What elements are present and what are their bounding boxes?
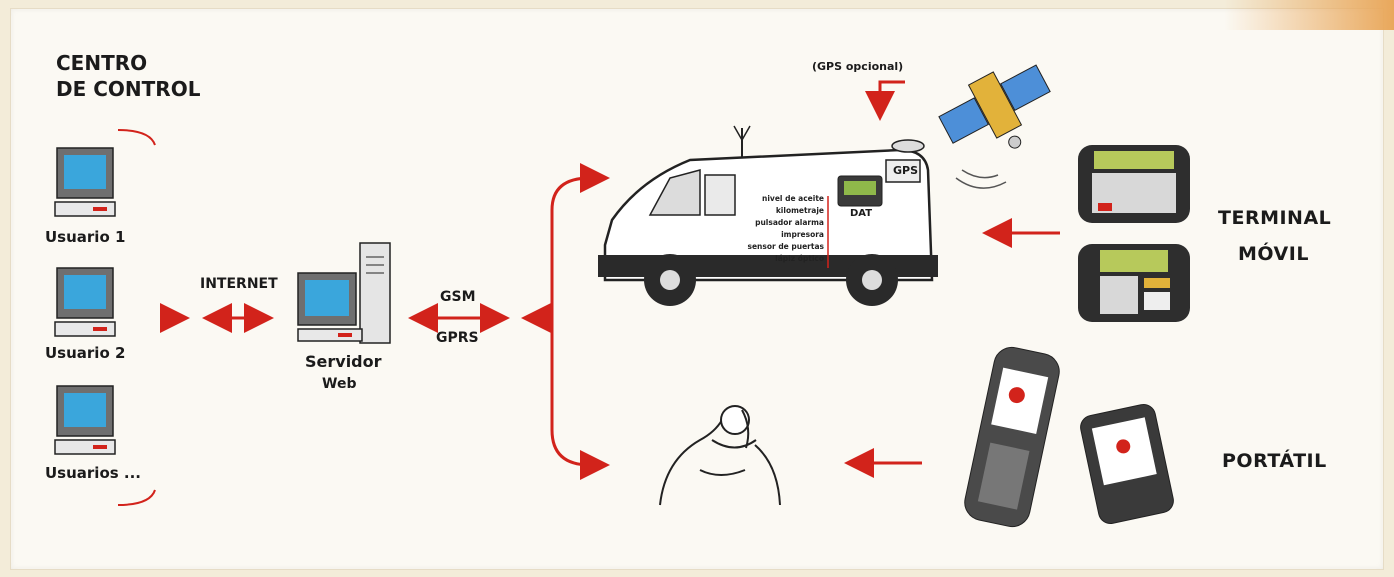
pda-icon <box>1078 402 1175 525</box>
gsm-label: GSM <box>440 289 476 305</box>
user-2-computer-icon <box>55 268 115 336</box>
control-center-bracket <box>118 130 155 505</box>
control-center-title: CENTRO DE CONTROL <box>56 50 200 102</box>
control-center-title-line2: DE CONTROL <box>56 76 200 102</box>
sensor-alarm-button: pulsador alarma <box>728 218 824 227</box>
branch-line <box>552 178 590 465</box>
sensor-optical-pen: lápiz óptico <box>728 254 824 263</box>
users-more-label: Usuarios ... <box>45 464 141 482</box>
person-on-phone-icon <box>660 406 780 505</box>
control-center-title-line1: CENTRO <box>56 50 200 76</box>
users-more-computer-icon <box>55 386 115 454</box>
portatil-label: PORTÁTIL <box>1222 450 1327 472</box>
mobile-terminal-2-icon <box>1078 244 1190 322</box>
delivery-van-icon <box>598 126 938 306</box>
sensor-printer: impresora <box>728 230 824 239</box>
server-label-line1: Servidor <box>305 352 382 371</box>
internet-label: INTERNET <box>200 276 278 292</box>
mobile-terminal-1-icon <box>1078 145 1190 223</box>
sensor-oil-level: nivel de aceite <box>728 194 824 203</box>
gps-optional-arrow <box>880 82 905 115</box>
gprs-label: GPRS <box>436 330 479 346</box>
gps-optional-label: (GPS opcional) <box>812 60 903 73</box>
van-gps-label: GPS <box>893 164 918 177</box>
terminal-movil-label-line1: TERMINAL <box>1218 207 1331 229</box>
user-1-computer-icon <box>55 148 115 216</box>
van-device-label: DAT <box>850 208 872 219</box>
satellite-icon <box>932 53 1066 174</box>
terminal-movil-label-line2: MÓVIL <box>1238 243 1309 265</box>
user-2-label: Usuario 2 <box>45 344 125 362</box>
user-1-label: Usuario 1 <box>45 228 125 246</box>
mobile-phone-icon <box>961 344 1062 530</box>
web-server-icon <box>298 243 390 343</box>
sensor-doors: sensor de puertas <box>728 242 824 251</box>
server-label-line2: Web <box>322 376 356 392</box>
satellite-signal-icon <box>956 170 1006 188</box>
sensor-mileage: kilometraje <box>728 206 824 215</box>
